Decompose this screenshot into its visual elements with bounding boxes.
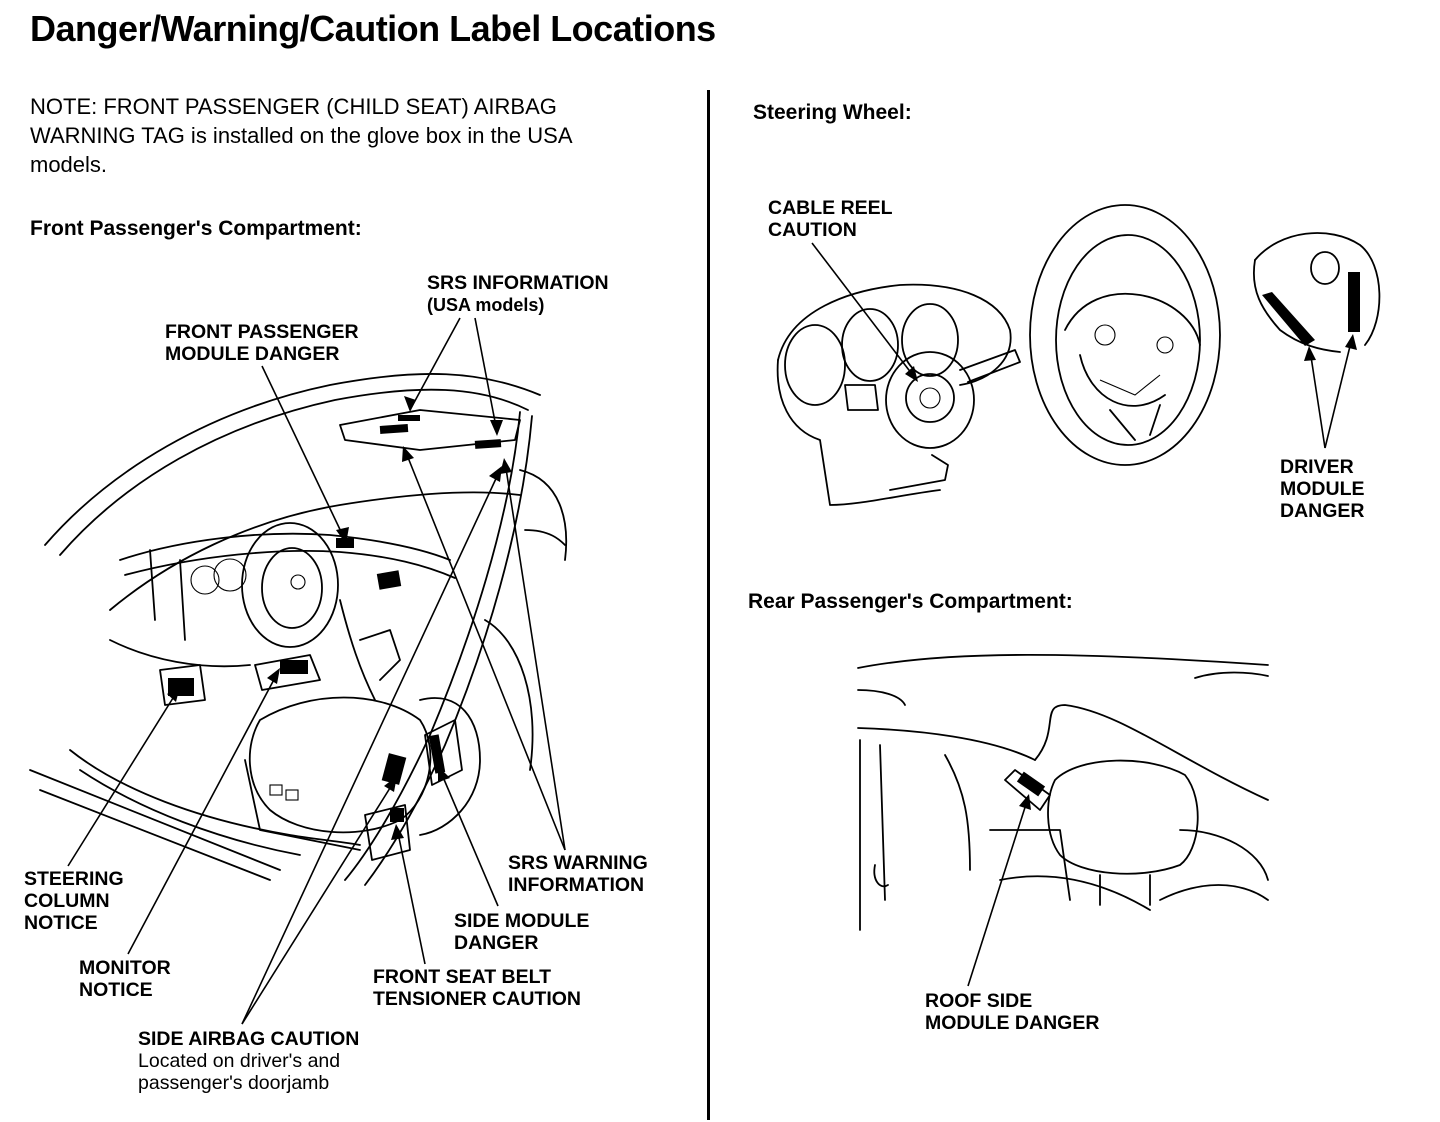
monitor-notice-label: MONITOR NOTICE xyxy=(79,957,171,1001)
child-seat-note: NOTE: FRONT PASSENGER (CHILD SEAT) AIRBA… xyxy=(30,92,710,179)
roof-side-module-danger-label: ROOF SIDE MODULE DANGER xyxy=(925,990,1100,1034)
front-compartment-heading: Front Passenger's Compartment: xyxy=(30,217,362,240)
rear-compartment-illustration xyxy=(857,653,1269,931)
rear-leaders xyxy=(967,794,1031,987)
side-module-danger-label: SIDE MODULE DANGER xyxy=(454,910,590,954)
note-line: NOTE: FRONT PASSENGER (CHILD SEAT) AIRBA… xyxy=(30,94,557,119)
driver-module-danger-label: DRIVER MODULE DANGER xyxy=(1280,456,1365,522)
note-line: WARNING TAG is installed on the glove bo… xyxy=(30,123,573,148)
steering-wheel-illustration xyxy=(1029,204,1221,466)
seat-belt-tensioner-caution-label: FRONT SEAT BELT TENSIONER CAUTION xyxy=(373,966,582,1010)
steering-column-illustration xyxy=(776,283,1021,506)
steering-leaders xyxy=(811,242,1357,449)
steering-wheel-heading: Steering Wheel: xyxy=(753,101,912,124)
side-airbag-caution-label: SIDE AIRBAG CAUTION Located on driver's … xyxy=(138,1028,360,1094)
front-compartment-illustration xyxy=(29,373,568,886)
srs-warning-information-label: SRS WARNING INFORMATION xyxy=(508,852,648,896)
steering-column-notice-label: STEERING COLUMN NOTICE xyxy=(24,868,124,934)
cable-reel-caution-label: CABLE REEL CAUTION xyxy=(768,197,893,241)
front-compartment-leaders xyxy=(67,317,566,1025)
driver-airbag-module-illustration xyxy=(1253,232,1381,353)
page-title: Danger/Warning/Caution Label Locations xyxy=(30,8,716,49)
column-divider xyxy=(707,90,710,1120)
note-line: models. xyxy=(30,152,108,177)
srs-information-label: SRS INFORMATION (USA models) xyxy=(427,272,609,315)
rear-compartment-heading: Rear Passenger's Compartment: xyxy=(748,590,1073,613)
front-passenger-module-danger-label: FRONT PASSENGER MODULE DANGER xyxy=(165,321,359,365)
